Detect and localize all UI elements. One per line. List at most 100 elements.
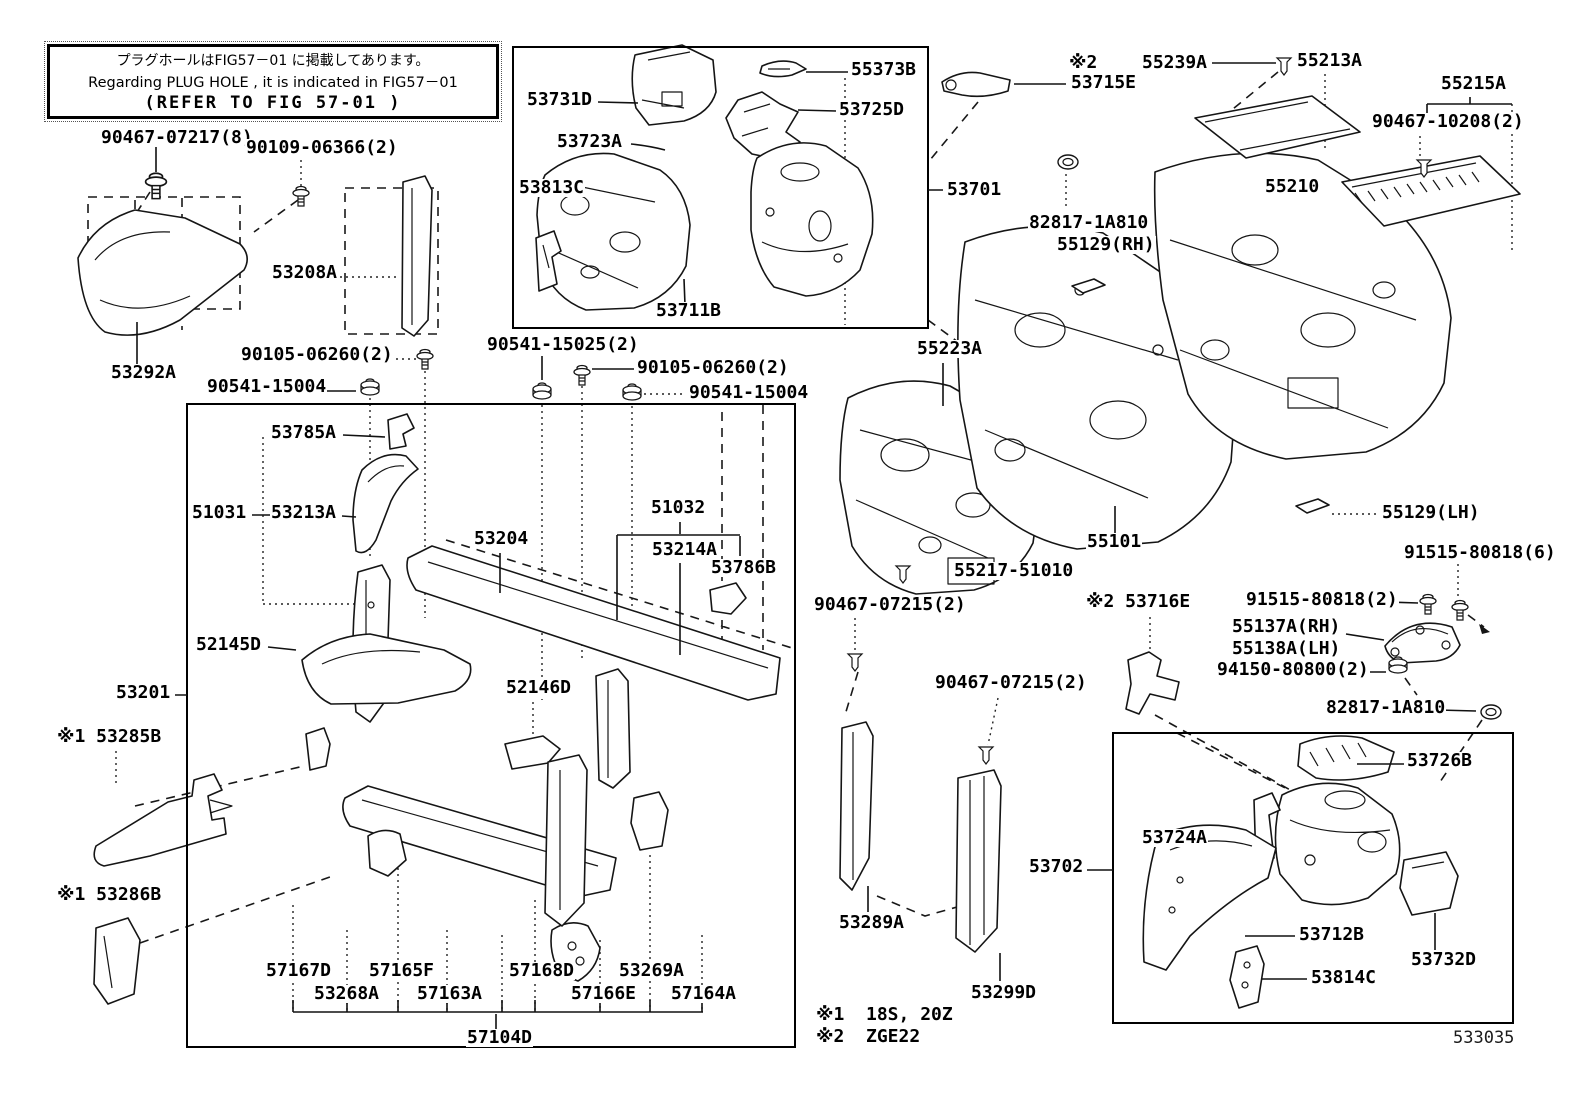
plug-hole-note-box: プラグホールはFIG57－01 に掲載してあります。 Regarding PLU… — [44, 41, 502, 122]
sketch-brace-53208a — [401, 175, 433, 337]
part-label: 90105-06260(2) — [636, 357, 790, 378]
group-boxes — [186, 46, 1514, 1048]
part-label: 53786B — [710, 557, 778, 578]
sketch-52145d — [301, 633, 472, 705]
sketch-wheel-apron — [1274, 782, 1401, 906]
part-label: 53813C — [518, 177, 586, 198]
part-label: 53208A — [271, 262, 339, 283]
sketch-53715e — [941, 71, 1011, 98]
part-label: 57164A — [670, 983, 738, 1004]
part-label: 53814C — [1310, 967, 1378, 988]
part-sketches — [77, 44, 1521, 1009]
part-label: 55138A(LH) — [1231, 638, 1342, 659]
part-label: 90541-15004 — [206, 376, 328, 397]
part-label: 55137A(RH) — [1231, 616, 1342, 637]
part-label: ※1 53285B — [56, 726, 163, 747]
part-label: 53701 — [946, 179, 1003, 200]
part-label: ※1 53286B — [56, 884, 163, 905]
sketch-55129-lh — [1295, 498, 1330, 514]
part-label: 53268A — [313, 983, 381, 1004]
part-label: 91515-80818(6) — [1403, 542, 1557, 563]
sketch-53786b — [709, 582, 747, 615]
sketch-53731d — [631, 44, 717, 126]
part-label: 57104D — [466, 1027, 534, 1048]
part-label: 55223A — [916, 338, 984, 359]
figure-code: 533035 — [1453, 1028, 1515, 1048]
part-label: 53201 — [115, 682, 172, 703]
part-label: 53292A — [110, 362, 178, 383]
part-label: 57167D — [265, 960, 333, 981]
part-label: 55129(RH) — [1056, 234, 1156, 255]
part-label: 82817-1A810 — [1325, 697, 1447, 718]
sketch-insulator-55215a — [1341, 155, 1521, 227]
part-label: 53269A — [618, 960, 686, 981]
part-label: 55217-51010 — [953, 560, 1075, 581]
sketch-53732d — [1399, 851, 1459, 916]
part-label: 53702 — [1028, 856, 1085, 877]
sketch-53289a — [839, 721, 874, 891]
part-label: 53715E — [1070, 72, 1138, 93]
part-label: 90467-07215(2) — [813, 594, 967, 615]
sketch-55137a-bracket — [1384, 622, 1461, 664]
part-label: 94150-80800(2) — [1216, 659, 1370, 680]
sketch-53725d — [725, 91, 801, 161]
part-label: 55239A — [1141, 52, 1209, 73]
sketch-53286b — [93, 917, 141, 1005]
part-label: 55215A — [1440, 73, 1508, 94]
sketch-53299d — [955, 769, 1002, 953]
part-label: 55373B — [850, 59, 918, 80]
part-label: 53725D — [838, 99, 906, 120]
arrowhead — [1479, 624, 1490, 634]
sketch-53213a — [352, 453, 419, 554]
sketch-dash-panel-55210 — [1153, 152, 1452, 460]
part-label: 53726B — [1406, 750, 1474, 771]
sketch-55129-rh — [1071, 278, 1106, 294]
part-label: 52146D — [505, 677, 573, 698]
sketch-57167d — [367, 829, 407, 877]
part-label: 53724A — [1141, 827, 1209, 848]
sketch-53285b — [93, 773, 233, 867]
leader-lines — [136, 62, 1512, 1030]
sketch-insulator-55213a — [1194, 95, 1361, 159]
sketch-53716e — [1125, 651, 1180, 715]
sketch-center-member — [544, 754, 588, 927]
part-label: 53299D — [970, 982, 1038, 1003]
part-label: 90467-07217(8) — [100, 127, 254, 148]
part-label: 53289A — [838, 912, 906, 933]
part-label: 53731D — [526, 89, 594, 110]
group-box-53201 — [186, 403, 796, 1048]
sketch-55373b — [759, 60, 807, 78]
part-label: 55213A — [1296, 50, 1364, 71]
part-label: 52145D — [195, 634, 263, 655]
note-english-line: Regarding PLUG HOLE , it is indicated in… — [88, 75, 458, 91]
part-label: 90541-15025(2) — [486, 334, 640, 355]
part-label: 90105-06260(2) — [240, 344, 394, 365]
part-label: ※2 — [1068, 52, 1099, 73]
sketch-undercover-53292a — [77, 209, 248, 336]
part-label: 57163A — [416, 983, 484, 1004]
part-label: 51032 — [650, 497, 707, 518]
part-label: 57168D — [508, 960, 576, 981]
part-label: 57165F — [368, 960, 436, 981]
sketch-side-support-51032 — [595, 668, 631, 789]
part-label: 55210 — [1264, 176, 1321, 197]
part-label: 53785A — [270, 422, 338, 443]
part-label: 55129(LH) — [1381, 502, 1481, 523]
part-label: 53732D — [1410, 949, 1478, 970]
group-box-53701 — [512, 46, 929, 329]
sketch-53269a — [630, 791, 669, 851]
sketch-53285b-mate — [305, 727, 331, 771]
sketch-52146d — [504, 735, 561, 770]
part-label: 55101 — [1086, 531, 1143, 552]
part-label: 53213A — [270, 502, 338, 523]
note-japanese-line: プラグホールはFIG57－01 に掲載してあります。 — [116, 53, 430, 69]
sketch-53785a — [387, 413, 415, 450]
part-label: 90467-10208(2) — [1371, 111, 1525, 132]
group-box-53702 — [1112, 732, 1514, 1024]
sketch-53813c — [535, 230, 562, 292]
part-label: ※2 53716E — [1085, 591, 1192, 612]
part-label: 53204 — [473, 528, 530, 549]
